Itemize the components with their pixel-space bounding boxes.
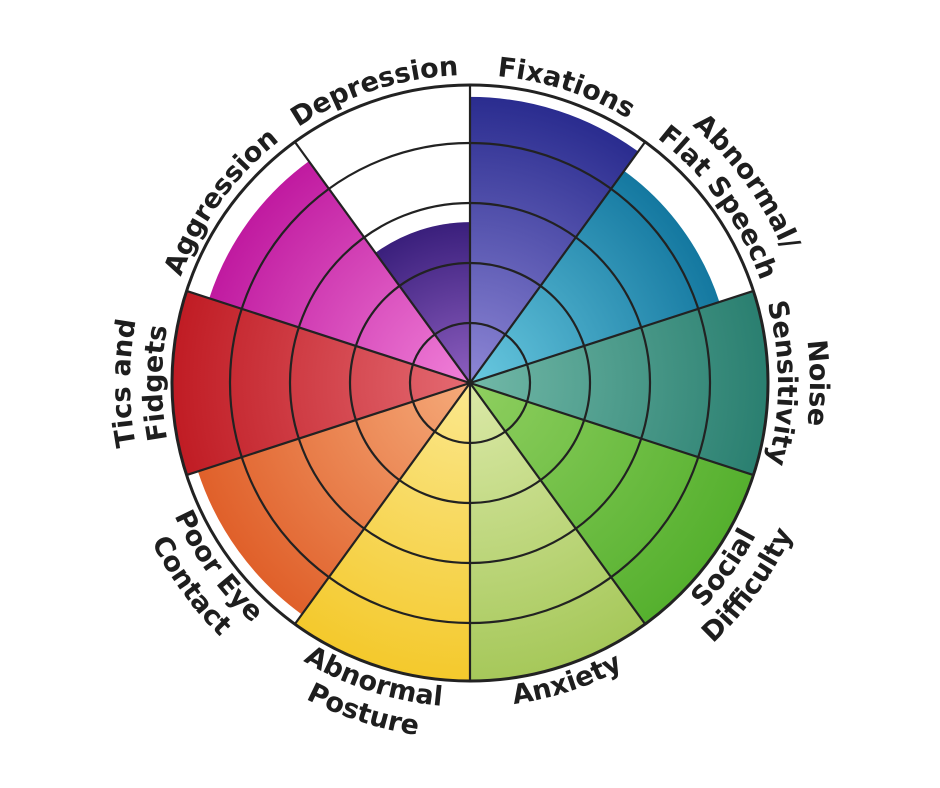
segment-label-depression: Depression (285, 51, 459, 133)
segment-wedges (171, 96, 768, 681)
wedge-anxiety (470, 383, 646, 681)
ring-grid (170, 83, 770, 683)
wedge-noise-sensitivity (470, 290, 768, 476)
grid-spoke (469, 289, 754, 385)
wedge-tics-and-fidgets (171, 290, 470, 476)
grid-spoke (293, 141, 471, 384)
wedge-aggression (209, 161, 470, 383)
grid-spoke (186, 381, 471, 477)
segment-label-tics-and-fidgets: Fidgets (138, 323, 174, 444)
wedge-abnormal-flat-speech (470, 170, 720, 383)
grid-spoke (469, 381, 754, 477)
grid-spoke (186, 289, 471, 385)
wedge-abnormal-posture (294, 383, 470, 681)
wedge-fixations (470, 96, 639, 384)
wedge-depression (375, 222, 470, 383)
segment-label-tics-and-fidgets: Tics and (106, 317, 143, 450)
grid-spoke (469, 382, 647, 625)
segment-label-noise-sensitivity: Noise (801, 338, 835, 427)
grid-spoke (293, 382, 471, 625)
wedge-poor-eye-contact (197, 383, 470, 615)
wedge-social-difficulty (470, 383, 754, 625)
grid-spoke (469, 141, 647, 384)
